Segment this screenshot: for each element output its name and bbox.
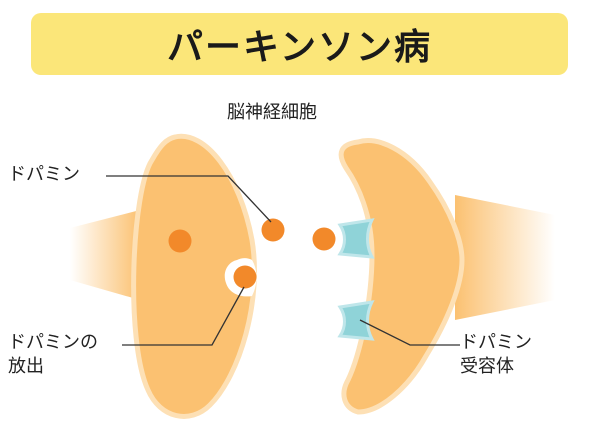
dopamine-molecule-near-receptor: [312, 227, 336, 251]
postsynaptic-neuron: [337, 138, 555, 415]
dopamine-molecule-free: [261, 218, 285, 242]
presynaptic-neuron: [70, 133, 257, 419]
presynaptic-terminal: [131, 133, 257, 419]
label-dopamine-release: ドパミンの 放出: [8, 331, 98, 379]
postsynaptic-dendrite: [455, 195, 555, 320]
leader-line-dopamine: [106, 175, 272, 223]
title-banner: パーキンソン病: [31, 13, 568, 75]
dopamine-receptor-lower: [337, 300, 375, 341]
label-dopamine-receptor: ドパミン 受容体: [460, 331, 532, 379]
label-receptor-line1: ドパミン: [460, 332, 532, 353]
label-release-line2: 放出: [8, 356, 44, 377]
label-neuron: 脳神経細胞: [227, 102, 317, 123]
label-receptor-line2: 受容体: [460, 356, 514, 377]
postsynaptic-membrane: [338, 138, 465, 415]
leader-line-receptor: [359, 319, 460, 346]
presynaptic-axon: [70, 210, 140, 300]
dopamine-releasing: [233, 265, 257, 289]
dopamine-vesicle: [168, 229, 192, 253]
page-title: パーキンソン病: [167, 27, 432, 68]
dopamine-receptor-upper: [337, 218, 375, 259]
label-release-line1: ドパミンの: [8, 332, 98, 353]
label-dopamine: ドパミン: [8, 164, 80, 185]
leader-line-release: [122, 286, 245, 346]
